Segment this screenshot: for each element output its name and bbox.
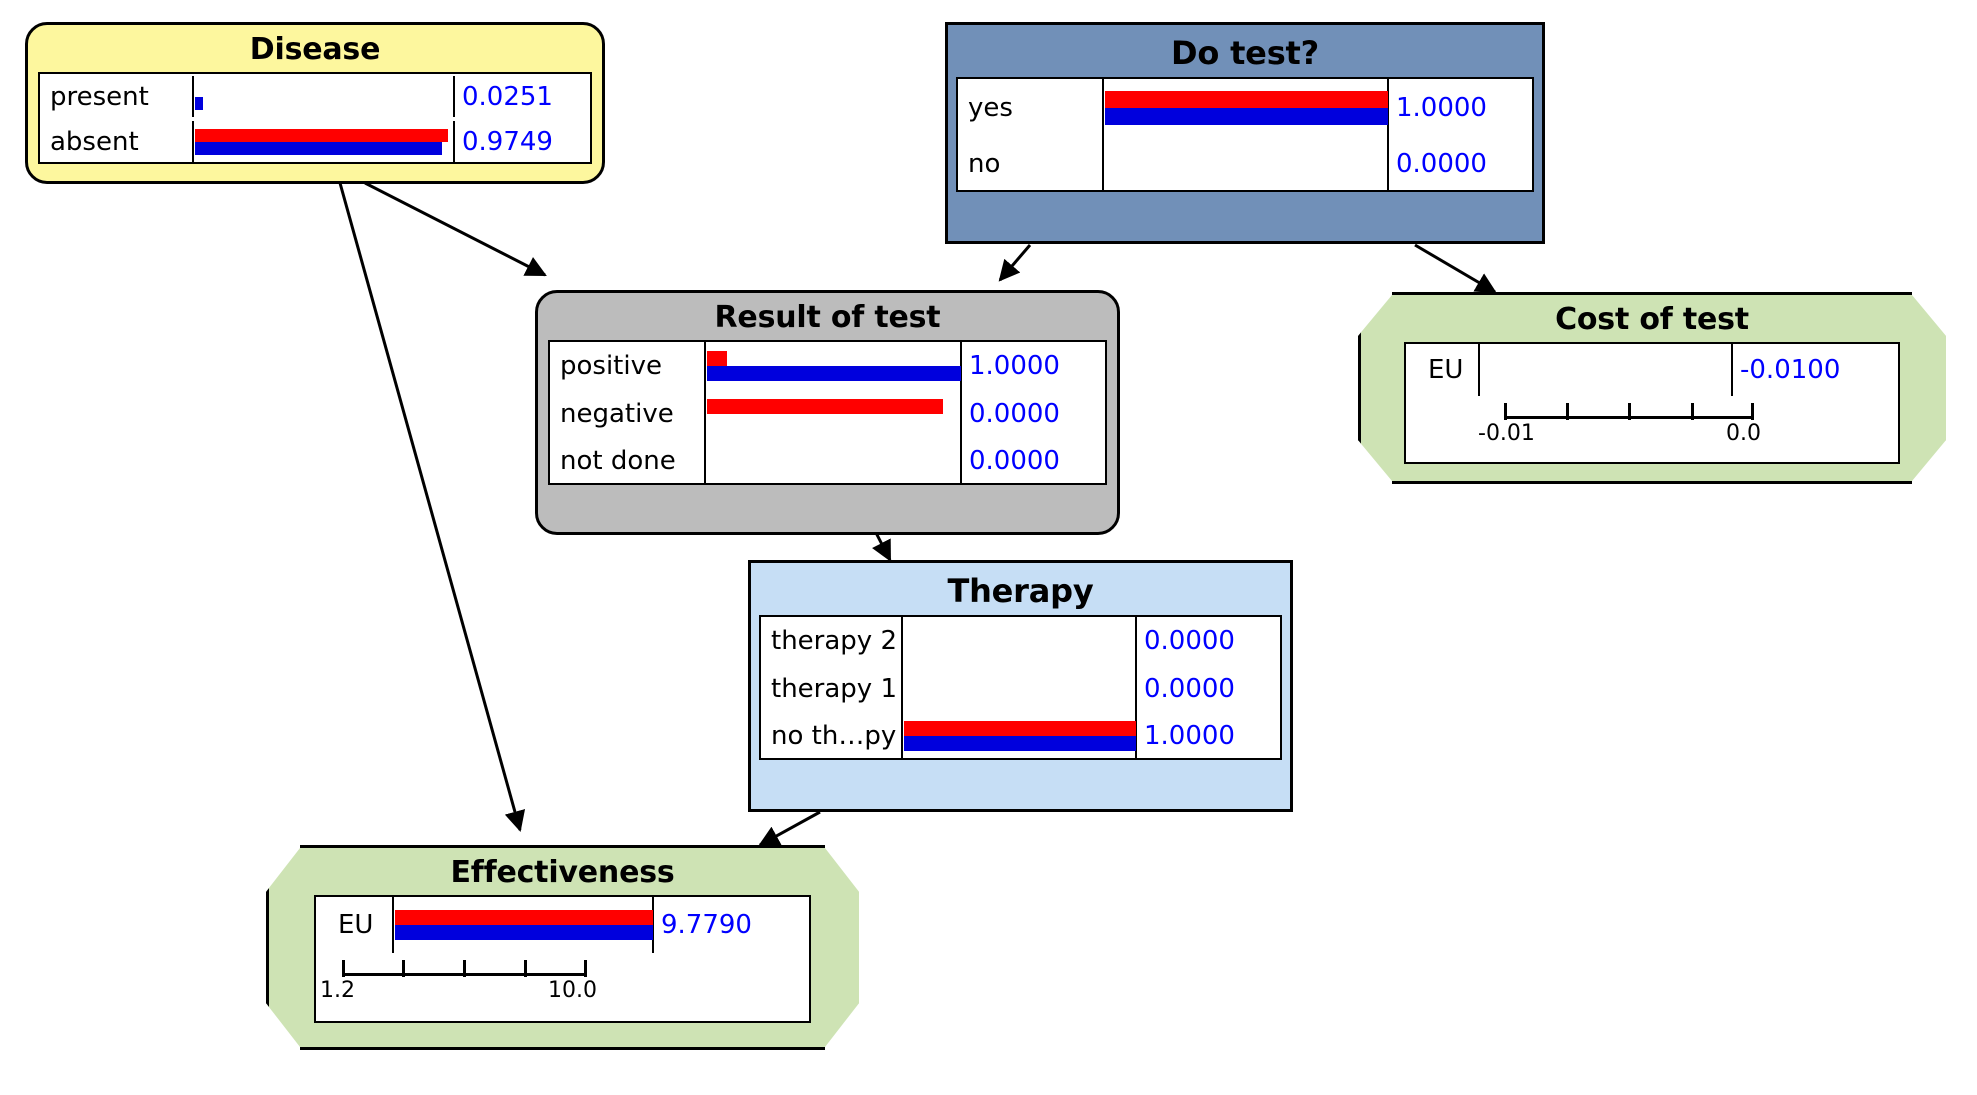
probability-bar (1102, 79, 1389, 136)
utility-label: EU (338, 910, 374, 940)
utility-left-wing (266, 848, 300, 1047)
state-label: no th…py (771, 720, 897, 751)
probability-bar (704, 438, 962, 483)
state-value: 1.0000 (969, 351, 1060, 381)
node-cost-of-test[interactable]: Cost of test EU -0.0100 -0.01 0.0 (1358, 292, 1946, 484)
node-do-test[interactable]: Do test? yes 1.0000 no 0.0000 (945, 22, 1545, 244)
state-label: present (50, 81, 149, 112)
probability-bar (1102, 136, 1389, 192)
bar-red (395, 910, 653, 925)
node-therapy-panel: therapy 2 0.0000 therapy 1 0.0000 no th…… (759, 615, 1282, 760)
table-row[interactable]: therapy 2 0.0000 (761, 617, 1280, 665)
bar-blue (707, 366, 961, 381)
state-label: no (968, 149, 1001, 179)
edge-disease-to-effectiveness (338, 182, 526, 833)
node-cost-of-test-title: Cost of test (1555, 302, 1749, 337)
table-row[interactable]: no 0.0000 (958, 136, 1532, 192)
node-therapy[interactable]: Therapy therapy 2 0.0000 therapy 1 0.000… (748, 560, 1293, 812)
state-label: negative (560, 399, 674, 429)
bar-red (195, 128, 448, 142)
table-row[interactable]: present 0.0251 (40, 74, 590, 119)
node-effectiveness[interactable]: Effectiveness EU 9.7790 1.2 (266, 845, 859, 1050)
bar-red (1105, 90, 1388, 108)
utility-value: 9.7790 (661, 910, 752, 940)
bar-blue (195, 96, 203, 110)
probability-bar (901, 665, 1137, 713)
probability-bar (901, 617, 1137, 665)
node-do-test-title: Do test? (1171, 34, 1319, 72)
table-row[interactable]: EU -0.0100 (1406, 344, 1898, 396)
state-label: absent (50, 126, 139, 157)
bar-blue (1105, 107, 1388, 125)
table-row[interactable]: absent 0.9749 (40, 119, 590, 164)
table-row[interactable]: therapy 1 0.0000 (761, 665, 1280, 713)
utility-right-wing (825, 848, 859, 1047)
state-value: 0.9749 (462, 126, 553, 157)
bar-blue (195, 141, 443, 155)
utility-bar (392, 897, 654, 953)
utility-value: -0.0100 (1740, 355, 1841, 385)
scale-max-label: 0.0 (1726, 421, 1761, 446)
node-effectiveness-panel: EU 9.7790 1.2 10.0 (314, 895, 811, 1023)
bar-blue (904, 735, 1136, 751)
scale-min-label: 1.2 (320, 978, 355, 1003)
node-do-test-panel: yes 1.0000 no 0.0000 (956, 77, 1534, 192)
node-cost-of-test-panel: EU -0.0100 -0.01 0.0 (1404, 342, 1900, 464)
node-result-of-test-panel: positive 1.0000 negative 0.000 (548, 340, 1107, 485)
utility-label: EU (1428, 355, 1464, 385)
state-value: 0.0000 (1144, 626, 1235, 656)
node-result-of-test-title: Result of test (714, 300, 941, 335)
state-label: therapy 2 (771, 626, 897, 656)
state-value: 0.0000 (969, 399, 1060, 429)
state-label: yes (968, 92, 1013, 123)
node-disease-panel: present 0.0251 absent 0.9749 (38, 72, 592, 164)
bar-red (904, 720, 1136, 736)
probability-bar (704, 342, 962, 390)
utility-bar (1478, 344, 1733, 396)
node-effectiveness-title: Effectiveness (450, 855, 675, 890)
state-label: not done (560, 445, 676, 476)
state-value: 1.0000 (1144, 720, 1235, 751)
edge-dotest-to-result (998, 244, 1032, 282)
state-value: 0.0000 (969, 445, 1060, 476)
table-row[interactable]: EU 9.7790 (316, 897, 809, 953)
utility-scale: -0.01 0.0 (1406, 398, 1898, 452)
bar-blue (395, 925, 653, 940)
probability-bar (901, 713, 1137, 758)
node-disease-title: Disease (249, 32, 381, 67)
state-label: positive (560, 351, 662, 381)
probability-bar (192, 121, 455, 162)
edge-dotest-to-cost (1414, 243, 1497, 294)
node-disease[interactable]: Disease present 0.0251 absent (25, 22, 605, 184)
state-value: 0.0251 (462, 81, 553, 112)
scale-max-label: 10.0 (548, 978, 597, 1003)
edge-disease-to-result (364, 181, 547, 277)
node-therapy-title: Therapy (947, 572, 1094, 610)
bar-red (707, 351, 728, 366)
bar-red (707, 399, 944, 414)
table-row[interactable]: negative 0.0000 (550, 390, 1105, 438)
utility-scale: 1.2 10.0 (316, 955, 809, 1009)
table-row[interactable]: not done 0.0000 (550, 438, 1105, 483)
utility-right-wing (1912, 295, 1946, 481)
edge-therapy-to-effectiveness (758, 810, 821, 847)
state-label: therapy 1 (771, 674, 897, 704)
probability-bar (192, 76, 455, 117)
probability-bar (704, 390, 962, 438)
state-value: 0.0000 (1144, 674, 1235, 704)
node-result-of-test[interactable]: Result of test positive 1.0000 negative (535, 290, 1120, 535)
state-value: 1.0000 (1396, 92, 1487, 123)
table-row[interactable]: yes 1.0000 (958, 79, 1532, 136)
table-row[interactable]: no th…py 1.0000 (761, 713, 1280, 758)
utility-left-wing (1358, 295, 1392, 481)
table-row[interactable]: positive 1.0000 (550, 342, 1105, 390)
scale-min-label: -0.01 (1478, 421, 1535, 446)
state-value: 0.0000 (1396, 149, 1487, 179)
